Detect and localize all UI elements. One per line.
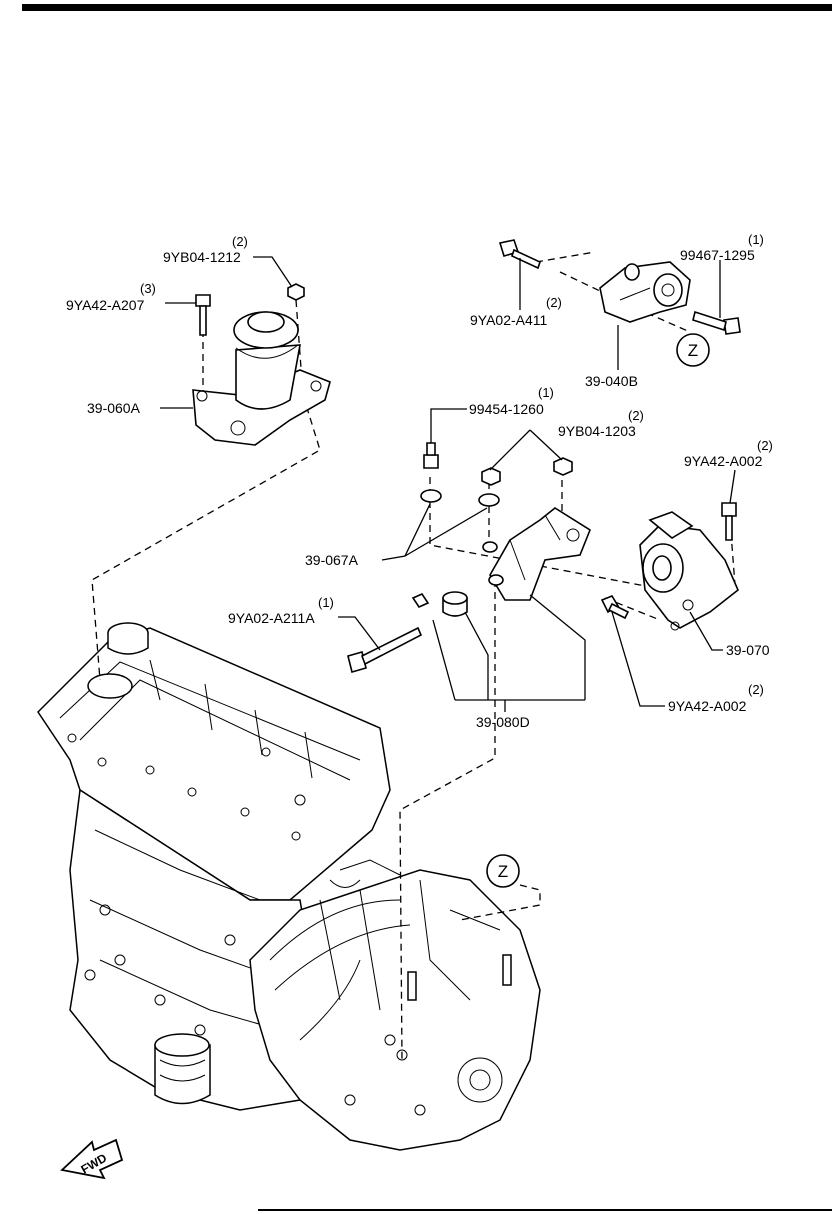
callout-qty-9yb04-1212: (2)	[232, 234, 248, 249]
callout-9ya02-a411: 9YA02-A411	[470, 312, 548, 328]
callout-9ya02-a211a: 9YA02-A211A	[228, 610, 315, 626]
callout-labels: (2) 9YB04-1212 (3) 9YA42-A207 39-060A (1…	[66, 232, 773, 730]
fasteners-drawing	[195, 239, 741, 673]
callout-9yb04-1212: 9YB04-1212	[163, 249, 241, 265]
callout-9ya42-a002-top: 9YA42-A002	[684, 453, 763, 469]
leader-lines	[160, 256, 736, 712]
callout-qty-9ya02-a211a: (1)	[318, 595, 334, 610]
callout-39-060a: 39-060A	[87, 400, 141, 416]
callout-39-067a: 39-067A	[305, 552, 359, 568]
view-marker-z-top-label: Z	[688, 341, 698, 360]
mount-39-060a-drawing	[192, 311, 331, 446]
top-border	[22, 4, 832, 11]
view-marker-z-bottom: Z	[486, 854, 520, 888]
callout-qty-99467-1295: (1)	[748, 232, 764, 247]
callout-qty-9yb04-1203: (2)	[628, 408, 644, 423]
mount-39-070-drawing	[639, 511, 739, 631]
callout-qty-9ya02-a411: (2)	[546, 295, 562, 310]
callout-39-070: 39-070	[726, 642, 770, 658]
callout-99467-1295: 99467-1295	[680, 247, 755, 263]
view-marker-z-top: Z	[676, 333, 710, 367]
callout-qty-9ya42-a002-top: (2)	[757, 438, 773, 453]
engine-assembly-drawing	[37, 622, 541, 1151]
mount-39-040b-drawing	[599, 261, 691, 323]
callout-9ya42-a207: 9YA42-A207	[66, 297, 145, 313]
callout-qty-9ya42-a207: (3)	[140, 281, 156, 296]
forward-direction-arrow: FWD	[60, 1138, 124, 1180]
callout-9yb04-1203: 9YB04-1203	[558, 423, 636, 439]
callout-qty-9ya42-a002-bottom: (2)	[748, 682, 764, 697]
callout-99454-1260: 99454-1260	[469, 401, 544, 417]
view-marker-z-bottom-label: Z	[498, 862, 508, 881]
callout-39-080d: 39-080D	[476, 714, 530, 730]
callout-9ya42-a002-bottom: 9YA42-A002	[668, 698, 747, 714]
bracket-39-080d-drawing	[442, 507, 591, 617]
callout-qty-99454-1260: (1)	[538, 385, 554, 400]
callout-39-040b: 39-040B	[585, 373, 638, 389]
